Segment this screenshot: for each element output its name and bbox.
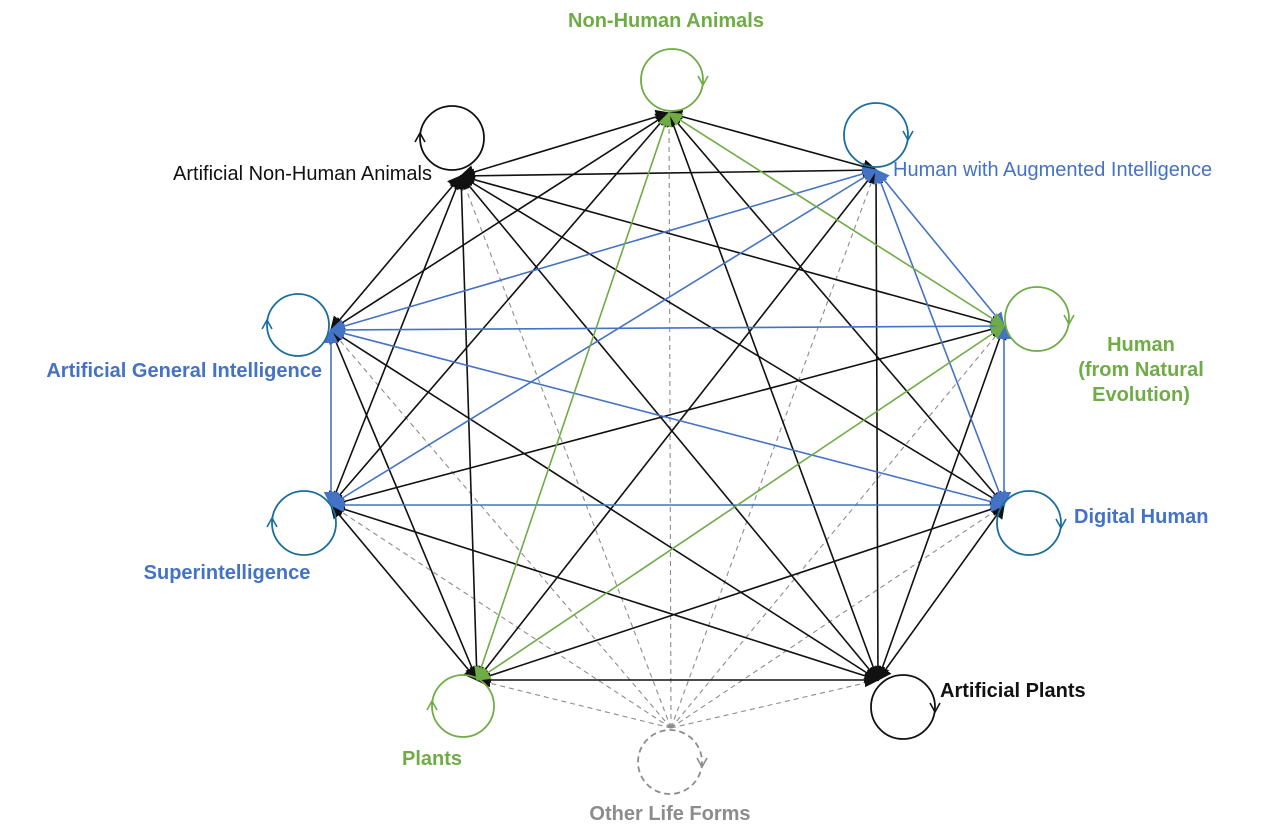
loop-arrowhead-artificial-plants [929,702,941,714]
label-artificial-plants: Artificial Plants [940,680,1086,702]
self-loop-non-human-animals [640,48,704,112]
green-edges-group [474,111,1006,682]
label-digital-human: Digital Human [1074,506,1208,528]
edge-artificial-non-human-animals-to-superintelligence [329,174,463,507]
loop-arrowhead-human-augmented [902,130,914,142]
self-loop-superintelligence [271,490,337,556]
label-plants: Plants [402,748,462,770]
edge-non-human-animals-to-artificial-plants [666,111,881,682]
edge-other-life-forms-to-artificial-non-human-animals [460,175,672,729]
loop-arrowhead-other-life-forms [696,757,708,769]
edge-agi-to-human-natural [329,318,1006,338]
edge-artificial-non-human-animals-to-non-human-animals [459,109,671,180]
loop-arrowhead-digital-human [1055,518,1067,530]
self-loop-digital-human [996,490,1062,556]
self-loop-other-life-forms [637,729,703,795]
edge-artificial-non-human-animals-to-artificial-plants [460,174,879,682]
edge-human-augmented-to-digital-human [873,168,1007,507]
edge-human-augmented-to-human-natural [875,168,1005,328]
edge-other-life-forms-to-plants [476,679,672,729]
loop-arrowhead-non-human-animals [697,75,709,87]
loop-arrowhead-superintelligence [266,516,278,528]
self-loop-plants [431,674,495,738]
edge-artificial-non-human-animals-to-human-natural [459,172,1006,330]
loop-arrowhead-human-natural [1063,314,1075,326]
self-loop-human-natural [1004,286,1070,352]
edge-human-natural-to-plants [475,325,1006,681]
blue-edges-group [323,166,1012,513]
edge-other-life-forms-to-human-augmented [670,169,877,729]
edge-superintelligence-to-artificial-plants [329,502,880,683]
edge-non-human-animals-to-plants [474,111,672,682]
black-edges-group [329,109,1007,688]
loop-arrowhead-agi [261,318,273,330]
edge-non-human-animals-to-agi [329,112,671,331]
dashed-edges-group [330,112,1005,729]
edge-superintelligence-to-plants [330,503,478,682]
edge-human-augmented-to-plants [476,168,877,682]
edge-artificial-non-human-animals-to-digital-human [459,175,1006,506]
self-loop-agi [266,293,330,357]
edge-other-life-forms-to-non-human-animals [668,112,672,729]
self-loop-human-augmented [843,102,909,168]
label-human-augmented: Human with Augmented Intelligence [893,159,1212,181]
label-superintelligence: Superintelligence [144,562,311,584]
edge-other-life-forms-to-agi [330,329,672,729]
edge-artificial-non-human-animals-to-plants [454,174,484,682]
self-loops-group [261,48,1075,795]
self-loop-artificial-plants [870,674,936,740]
label-non-human-animals: Non-Human Animals [568,10,764,32]
loop-arrowhead-artificial-non-human-animals [414,131,426,143]
self-loop-artificial-non-human-animals [419,105,485,171]
edge-other-life-forms-to-superintelligence [330,504,672,729]
edge-artificial-non-human-animals-to-human-augmented [459,162,878,184]
edge-other-life-forms-to-artificial-plants [670,679,879,729]
label-other-life-forms: Other Life Forms [589,803,750,825]
label-artificial-non-human-animals: Artificial Non-Human Animals [173,163,432,185]
label-agi: Artificial General Intelligence [46,360,322,382]
edge-non-human-animals-to-human-natural [667,112,1006,327]
loop-arrowhead-plants [426,699,438,711]
edge-digital-human-to-artificial-plants [877,503,1005,682]
edge-artificial-non-human-animals-to-agi [330,174,462,332]
